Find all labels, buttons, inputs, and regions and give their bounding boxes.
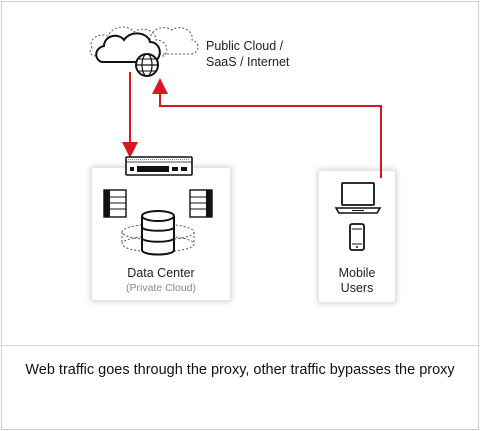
public-cloud-label: Public Cloud / SaaS / Internet — [206, 38, 289, 70]
mobile-users-title: Mobile Users — [318, 266, 396, 296]
storage-outline — [121, 223, 195, 253]
diagram-caption: Web traffic goes through the proxy, othe… — [25, 362, 455, 378]
globe-icon — [135, 53, 159, 77]
cloud-label-line2: SaaS / Internet — [206, 55, 290, 69]
server-rack-icon — [103, 189, 127, 218]
datacenter-subtitle: (Private Cloud) — [125, 282, 197, 294]
server-rack-icon — [189, 189, 213, 218]
mobile-title-line2: Users — [340, 281, 374, 295]
caption-divider — [0, 345, 480, 346]
mobile-title-line1: Mobile — [338, 266, 376, 280]
cloud-label-line1: Public Cloud / — [206, 39, 284, 53]
datacenter-title: Data Center — [127, 266, 195, 280]
proxy-appliance-icon — [125, 156, 193, 176]
smartphone-icon — [349, 223, 365, 251]
database-icon — [141, 210, 175, 256]
laptop-icon — [334, 182, 382, 214]
bypass-traffic-arrow — [152, 78, 382, 178]
